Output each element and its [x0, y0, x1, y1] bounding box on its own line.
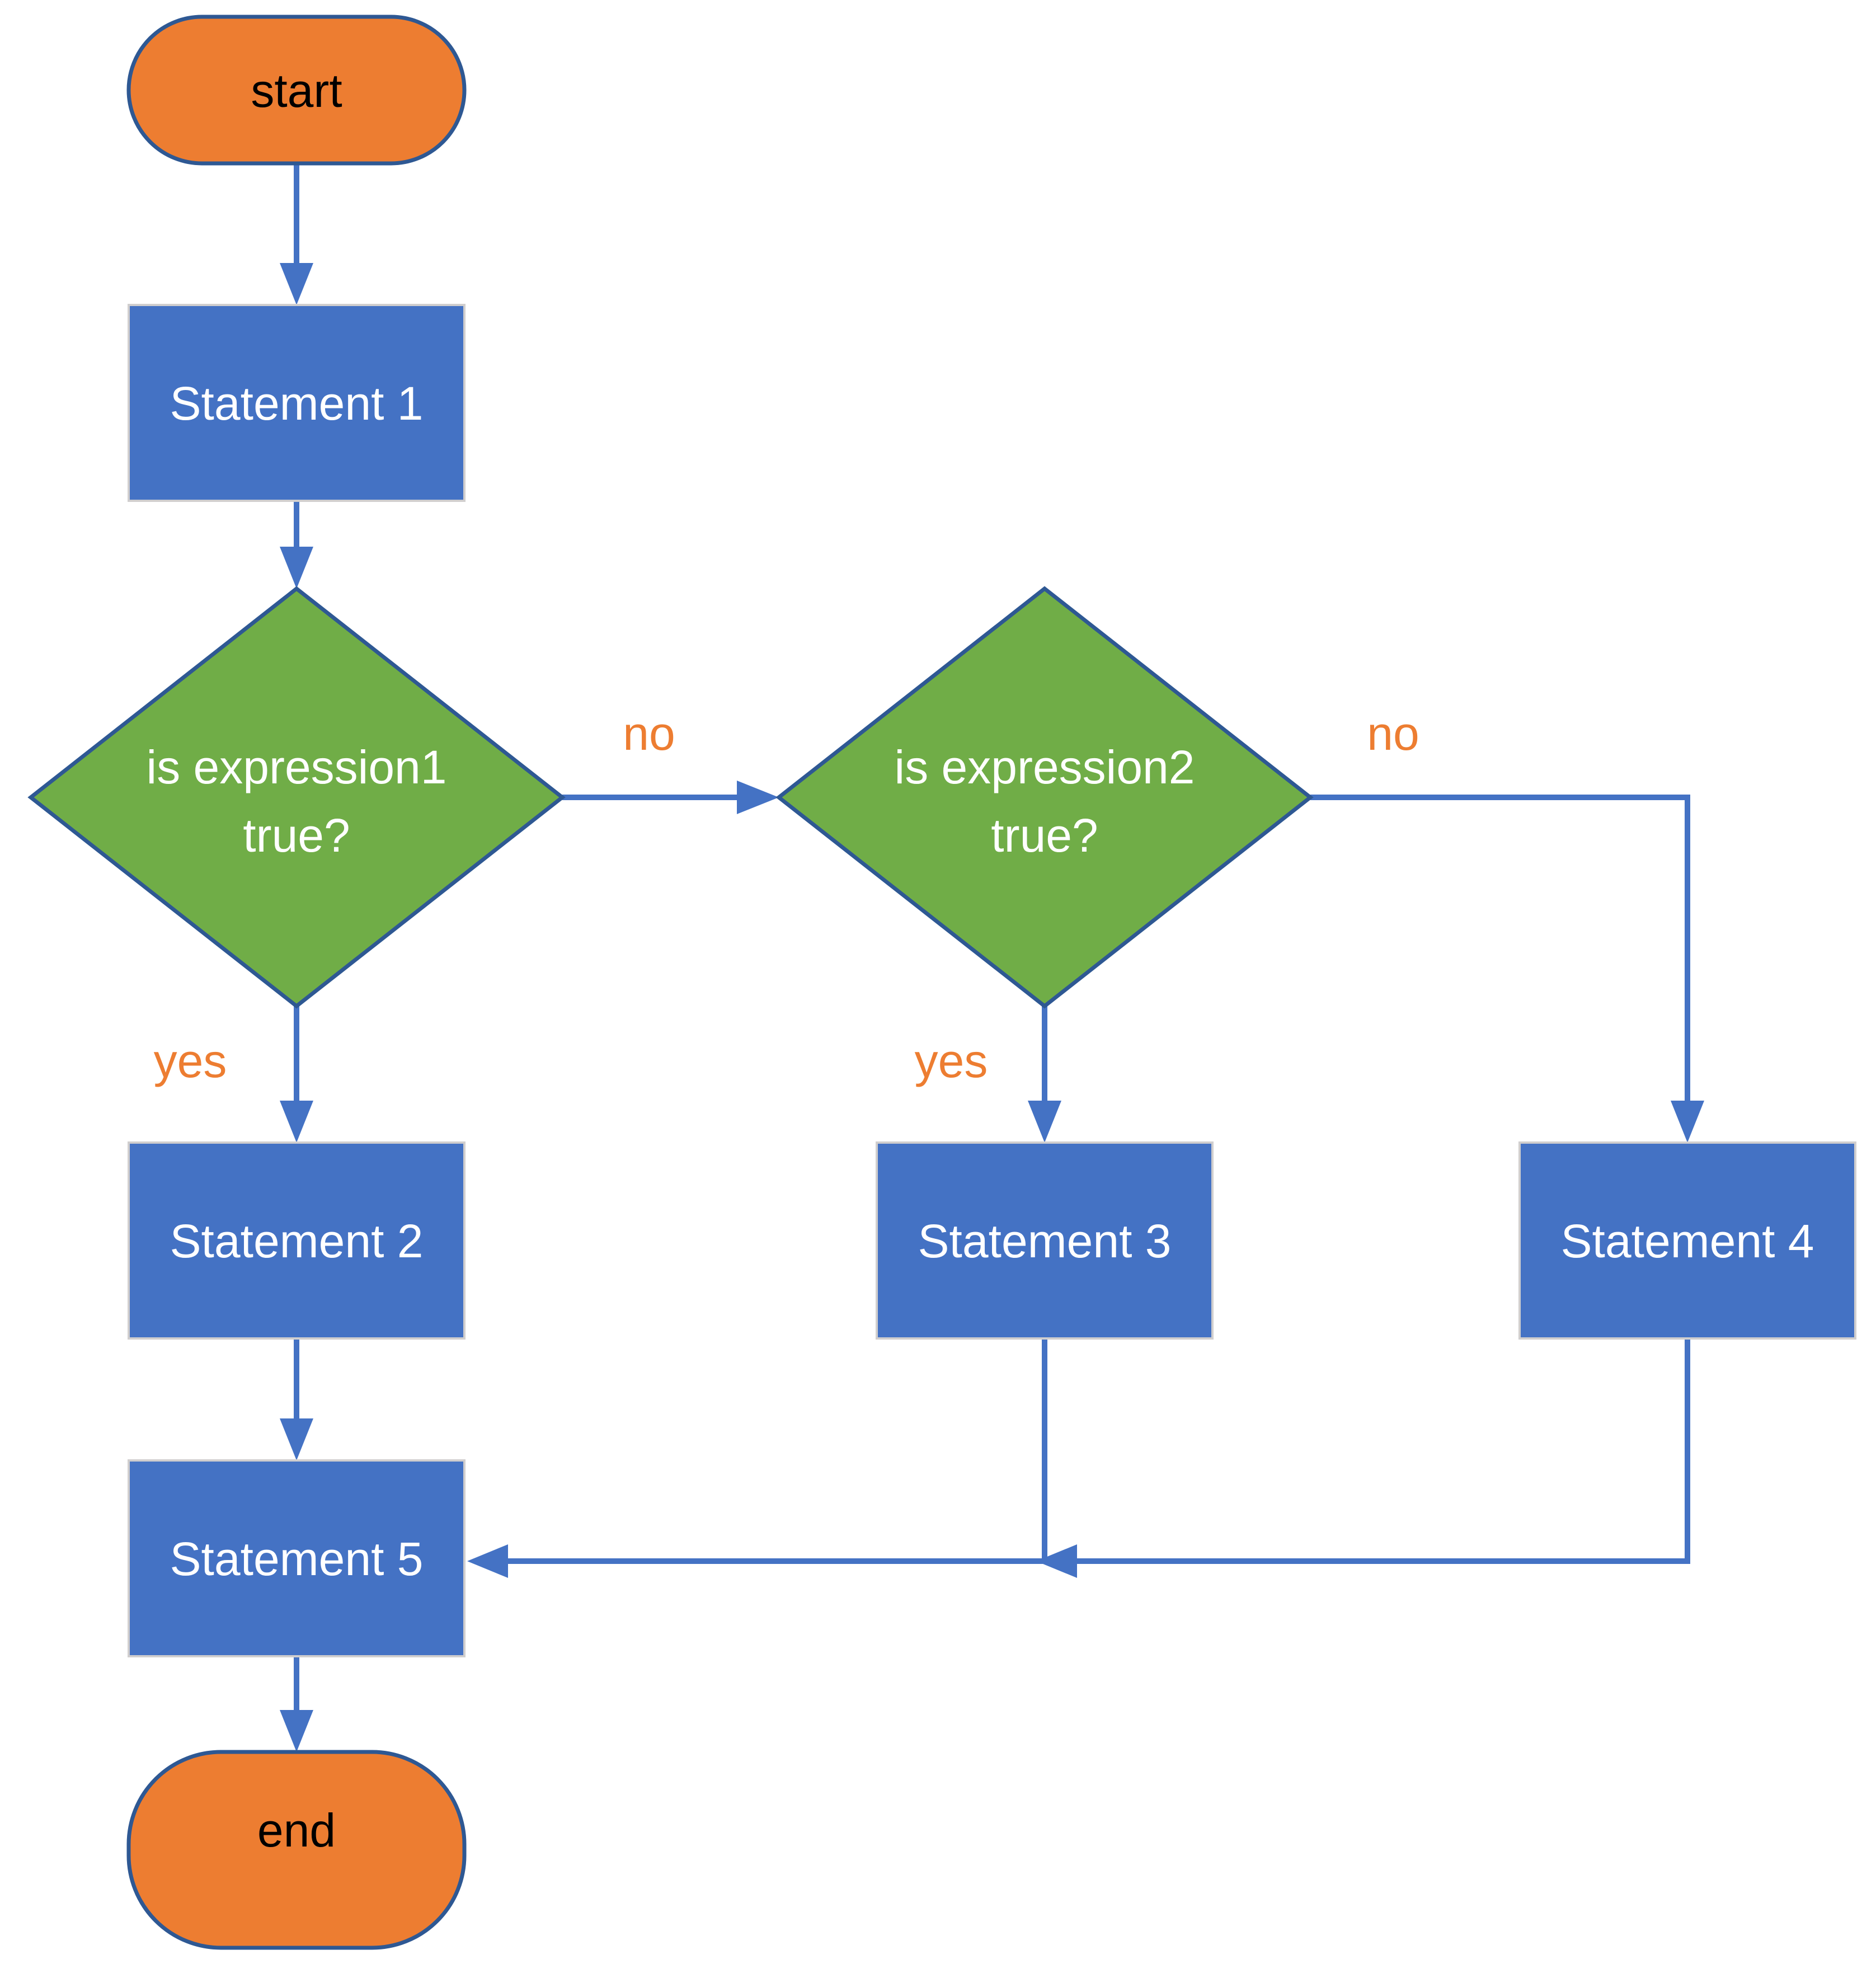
decision1-yes-branch-label: yes [154, 1035, 227, 1087]
statement2-node: Statement 2 [128, 1141, 466, 1340]
arrowhead-down-icon [280, 1710, 313, 1752]
arrowhead-down-icon [280, 1101, 313, 1143]
edge-decision2-yes-to-statement3 [1028, 1006, 1061, 1143]
statement4-process-shape [1518, 1141, 1856, 1340]
statement3-node: Statement 3 [876, 1141, 1214, 1340]
decision2-diamond-shape [775, 586, 1314, 1009]
end-terminator-shape [126, 1750, 467, 1950]
arrowhead-down-icon [1028, 1101, 1061, 1143]
edge-statement2-to-statement5 [280, 1338, 313, 1460]
statement3-process-shape [876, 1141, 1214, 1340]
decision2-label-line1: is expression2 [895, 741, 1195, 793]
arrowhead-left-icon [1036, 1544, 1077, 1578]
end-label: end [257, 1804, 336, 1857]
start-terminator-shape [126, 15, 467, 166]
edge-decision2-no-to-statement4 [1310, 795, 1704, 1143]
edge-decision1-no-to-decision2 [562, 781, 779, 814]
statement5-label: Statement 5 [170, 1533, 424, 1585]
statement3-label: Statement 3 [918, 1215, 1172, 1267]
edge-statement4-to-junction [1036, 1338, 1690, 1578]
decision2-yes-branch-label: yes [915, 1035, 988, 1087]
statement4-node: Statement 4 [1518, 1141, 1856, 1340]
statement2-process-shape [128, 1141, 466, 1340]
statement5-node: Statement 5 [128, 1459, 466, 1657]
arrowhead-down-icon [1671, 1101, 1704, 1143]
arrowhead-left-icon [467, 1544, 508, 1578]
edge-statement3-to-statement5-line [506, 1338, 1047, 1564]
start-node: start [126, 15, 467, 166]
decision1-diamond-shape [27, 586, 566, 1009]
statement2-label: Statement 2 [170, 1215, 424, 1267]
edge-statement1-to-decision1 [280, 501, 313, 589]
end-node: end [126, 1750, 467, 1950]
arrowhead-right-icon [737, 781, 779, 814]
decision2-label-line2: true? [991, 809, 1098, 862]
statement1-process-shape [128, 304, 466, 502]
decision1-label-line2: true? [243, 809, 350, 862]
arrowhead-down-icon [280, 547, 313, 589]
decision1-label-line1: is expression1 [147, 741, 447, 793]
edge-statement3-to-statement5 [467, 1338, 1047, 1578]
edge-statement5-to-end [280, 1656, 313, 1752]
arrowhead-down-icon [280, 263, 313, 305]
decision1-no-branch-label: no [623, 707, 675, 760]
edge-decision2-no-line [1310, 795, 1690, 1103]
statement5-process-shape [128, 1459, 466, 1657]
arrowhead-down-icon [280, 1418, 313, 1460]
edge-start-to-statement1 [280, 163, 313, 305]
decision1-node: is expression1 true? [27, 586, 566, 1009]
edge-decision1-yes-to-statement2 [280, 1006, 313, 1143]
statement1-node: Statement 1 [128, 304, 466, 502]
decision2-no-branch-label: no [1367, 707, 1419, 760]
decision2-node: is expression2 true? [775, 586, 1314, 1009]
edge-statement4-to-junction-line [1077, 1338, 1690, 1564]
statement4-label: Statement 4 [1561, 1215, 1814, 1267]
start-label: start [251, 64, 342, 117]
statement1-label: Statement 1 [170, 377, 424, 430]
